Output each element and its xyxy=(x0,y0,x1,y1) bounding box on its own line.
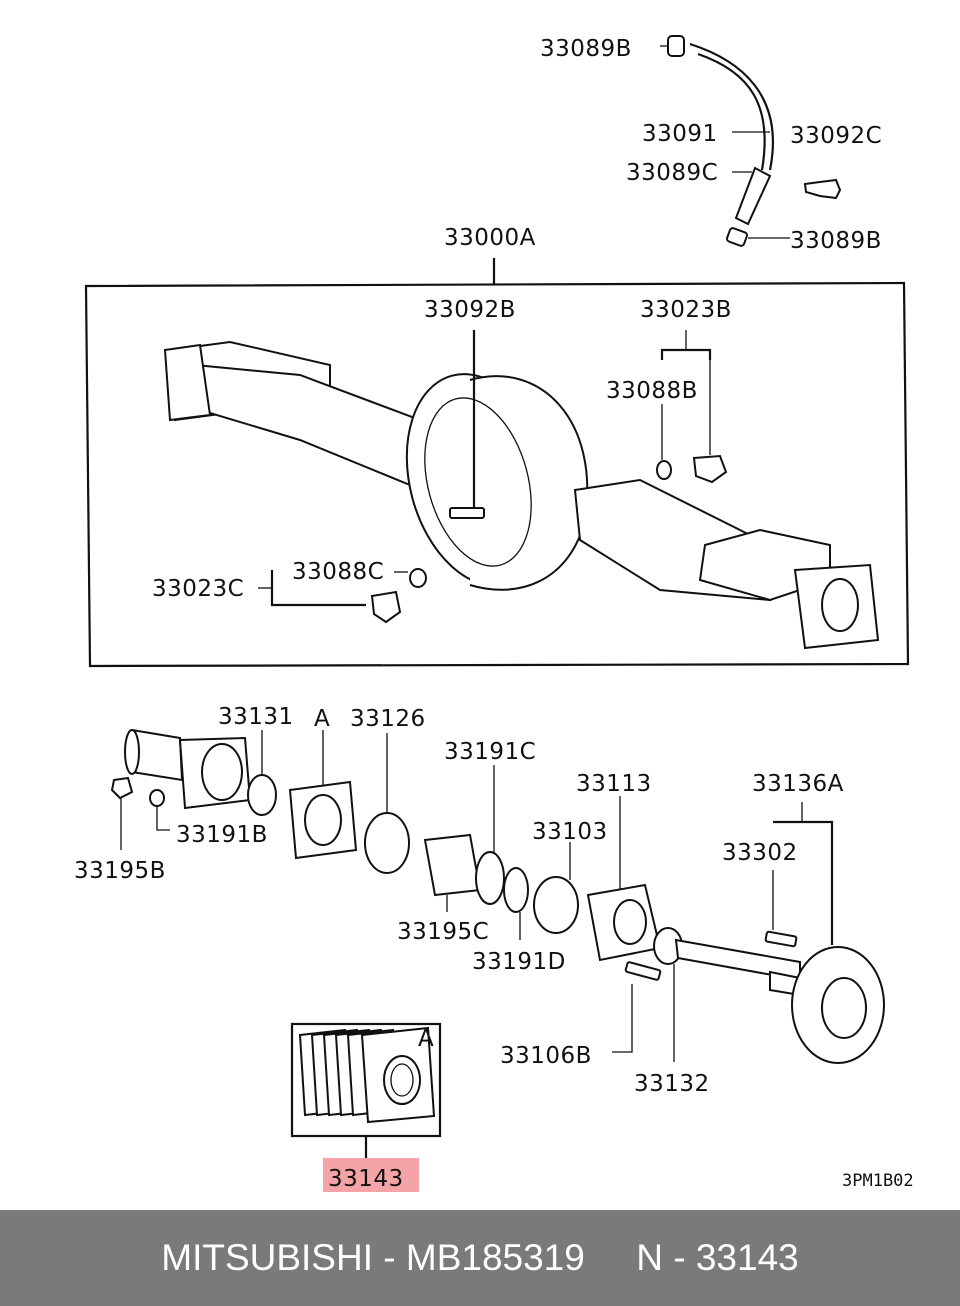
breather-hose xyxy=(689,42,775,171)
label-33089b-top: 33089B xyxy=(540,36,632,62)
label-33091: 33091 xyxy=(642,121,718,147)
label-33106b: 33106B xyxy=(500,1043,592,1069)
label-33191b: 33191B xyxy=(176,822,268,848)
label-33089b-bottom: 33089B xyxy=(790,228,882,254)
footer-part-text: MITSUBISHI - MB185319 N - 33143 xyxy=(161,1237,799,1278)
highlight-33143 xyxy=(323,1158,419,1192)
oil-seal-33131 xyxy=(247,774,277,816)
gear-33191c xyxy=(475,851,505,905)
label-33092c: 33092C xyxy=(790,123,882,149)
label-33195b: 33195B xyxy=(74,858,166,884)
bracket-33136a xyxy=(773,820,834,945)
clip-33089b-top xyxy=(667,35,685,57)
gasket-33088b xyxy=(656,460,672,480)
label-33126: 33126 xyxy=(350,706,426,732)
ring-33191d xyxy=(503,867,529,913)
label-33023c: 33023C xyxy=(152,576,244,602)
label-a: A xyxy=(314,706,330,732)
label-33195c: 33195C xyxy=(397,919,489,945)
clip-33089b-bottom xyxy=(725,227,749,247)
part-labels: 33089B 33091 33092C 33089C 33089B 33000A… xyxy=(74,36,914,1192)
breather-hose-edge xyxy=(697,52,766,171)
label-33103: 33103 xyxy=(532,819,608,845)
parts-diagram: 33089B 33091 33092C 33089C 33089B 33000A… xyxy=(74,35,914,1192)
label-33113: 33113 xyxy=(576,771,652,797)
label-33131: 33131 xyxy=(218,704,294,730)
left-flange xyxy=(163,343,212,422)
label-33143: 33143 xyxy=(328,1166,404,1192)
shim-set-box xyxy=(290,1022,442,1192)
axle-housing xyxy=(163,330,880,650)
label-33302: 33302 xyxy=(722,840,798,866)
diagram-canvas: 33089B 33091 33092C 33089C 33089B 33000A… xyxy=(74,35,914,1192)
nut-33195b xyxy=(110,776,134,800)
label-33089c: 33089C xyxy=(626,160,718,186)
hose-clamp-lower xyxy=(734,166,772,226)
lower-components xyxy=(110,728,885,1064)
bracket-33023b xyxy=(660,348,712,360)
breather-hose-group xyxy=(660,35,842,247)
label-33000a: 33000A xyxy=(444,225,536,251)
drawing-code: 3PM1B02 xyxy=(842,1171,914,1191)
footer-bar: MITSUBISHI - MB185319 N - 33143 xyxy=(0,1210,960,1306)
label-33132: 33132 xyxy=(634,1071,710,1097)
breather-stud-33092b xyxy=(449,507,485,519)
bearing-33103 xyxy=(533,876,579,934)
label-33023b: 33023B xyxy=(640,297,732,323)
plug-33023c xyxy=(370,590,402,624)
right-flange-bore xyxy=(821,578,859,632)
label-33191d: 33191D xyxy=(472,949,566,975)
bracket-33023c xyxy=(270,570,366,607)
hub-bolt-33302 xyxy=(764,930,798,948)
washer-33191b xyxy=(149,789,165,807)
label-33136a: 33136A xyxy=(752,771,844,797)
gasket-33088c xyxy=(409,568,427,588)
plug-33023b xyxy=(692,454,728,484)
left-axle-tube xyxy=(193,363,422,487)
breather-plug-33092c xyxy=(803,178,842,200)
differential-carrier-body xyxy=(469,375,589,591)
spacer-33195c xyxy=(423,833,482,897)
label-33092b: 33092B xyxy=(424,297,516,323)
label-a-box: A xyxy=(418,1026,434,1052)
housing-assembly-box xyxy=(84,281,910,668)
bolt-33106b xyxy=(624,961,662,981)
label-33088b: 33088B xyxy=(606,378,698,404)
label-33088c: 33088C xyxy=(292,559,384,585)
o-ring-33126 xyxy=(364,812,410,874)
label-33191c: 33191C xyxy=(444,739,536,765)
